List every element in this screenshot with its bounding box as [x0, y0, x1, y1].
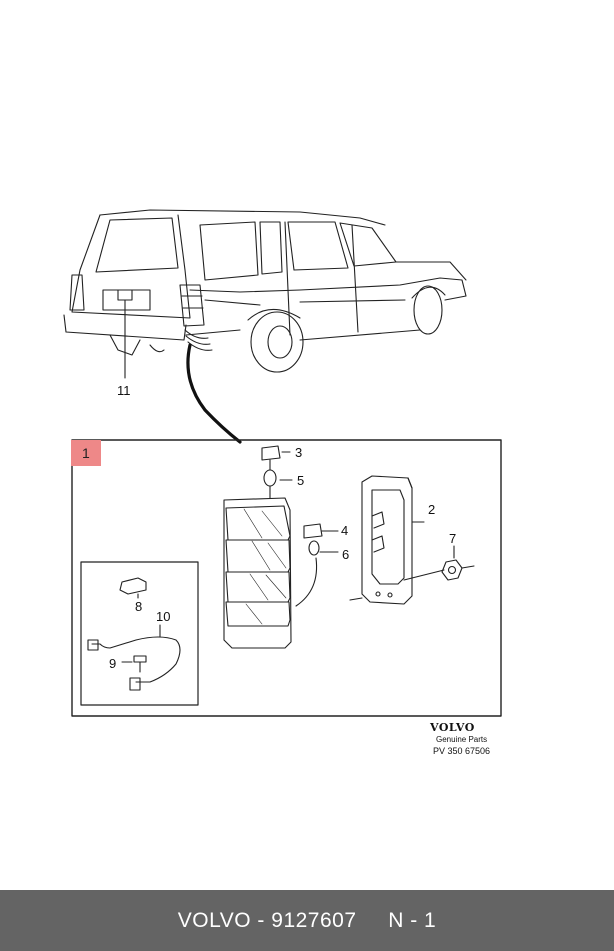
- callout-2: 2: [428, 502, 436, 517]
- callout-7: 7: [449, 531, 457, 546]
- callout-1-highlight: 1: [71, 440, 101, 466]
- callout-5: 5: [297, 473, 305, 488]
- callout-10: 10: [156, 609, 171, 624]
- tail-lamp-assembly: [223, 497, 318, 649]
- callout-6: 6: [342, 547, 350, 562]
- brand-code: PV 350 67506: [433, 746, 491, 756]
- brand-logo: VOLVO: [430, 721, 475, 734]
- footer-bar: VOLVO - 9127607 N - 1: [0, 890, 614, 951]
- parts-diagram: [63, 209, 502, 717]
- callout-11: 11: [117, 383, 131, 398]
- callout-8: 8: [135, 599, 143, 614]
- footer-part-number: VOLVO - 9127607 N - 1: [177, 909, 437, 932]
- lamp-bracket: [349, 475, 445, 605]
- callout-3: 3: [295, 445, 303, 460]
- brand-subtitle: Genuine Parts: [436, 735, 488, 744]
- car-illustration: [63, 209, 467, 373]
- callout-4: 4: [341, 523, 349, 538]
- callout-1: 1: [82, 445, 90, 461]
- callout-9: 9: [109, 656, 117, 671]
